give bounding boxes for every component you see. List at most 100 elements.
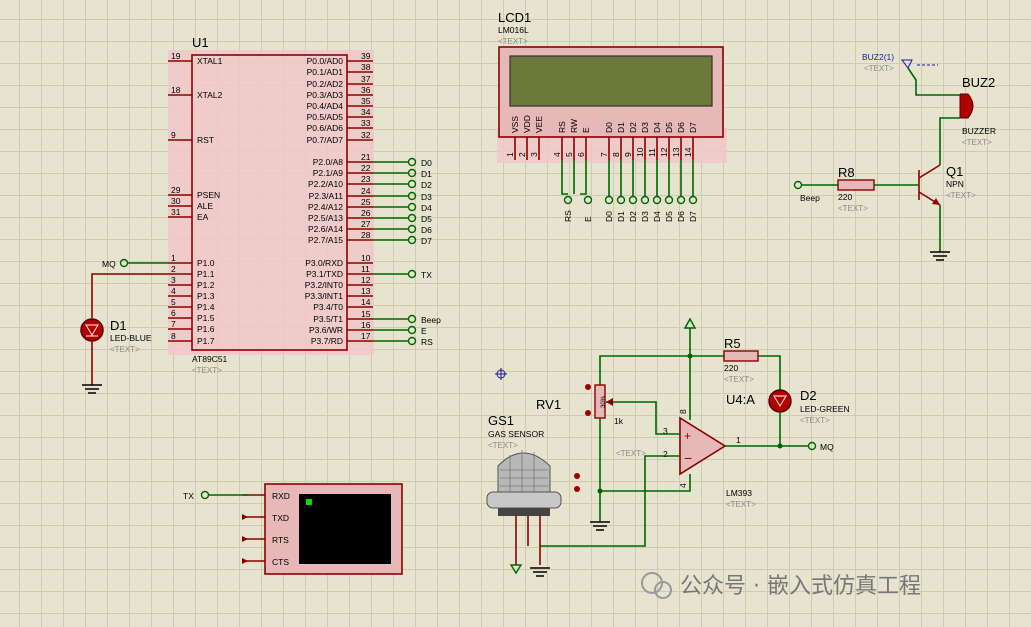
lcd-bottom-label: D2 [628, 211, 638, 222]
u1-left-pin-name: P1.0 [197, 258, 215, 268]
u1-right-pin-name: P0.3/AD3 [307, 90, 344, 100]
u1-left-pin-name: P1.7 [197, 336, 215, 346]
lcd-pin-name: E [581, 127, 591, 133]
lcd-value: LM016L [498, 25, 529, 35]
lcd-pin-num: 3 [529, 152, 539, 157]
u1-right-pin-name: P3.5/T1 [313, 314, 343, 324]
u1-right-pin-num: 33 [361, 118, 371, 128]
u1-value: AT89C51 [192, 354, 228, 364]
lcd-pin-name: D6 [676, 122, 686, 133]
q1-text: <TEXT> [946, 191, 976, 200]
terminal-icon [407, 157, 417, 167]
lcd-pin-num: 6 [576, 152, 586, 157]
u1-right-pin-name: P2.1/A9 [313, 168, 344, 178]
u1-left-pin-name: PSEN [197, 190, 220, 200]
u4-value: LM393 [726, 488, 752, 498]
lcd-rs-wire [561, 160, 568, 195]
u1-right-pin-num: 38 [361, 62, 371, 72]
watermark: 公众号 · 嵌入式仿真工程 [641, 572, 921, 599]
gas-sensor-circuit[interactable]: R5 220 <TEXT> D2 LED-GREEN <TEXT> + − MQ… [486, 317, 850, 577]
u1-right-pin-num: 25 [361, 197, 371, 207]
terminal-icon [407, 179, 417, 189]
lcd-text: <TEXT> [498, 37, 528, 46]
u1-right-pin-name: P2.5/A13 [308, 213, 343, 223]
u1-left-pin-num: 31 [171, 207, 181, 217]
pin-arrow-icon [242, 514, 248, 520]
terminal-icon [616, 195, 626, 205]
buzzer-circuit[interactable]: BUZ2(1) <TEXT> BUZ2 BUZZER <TEXT> Q1 NPN… [793, 52, 997, 261]
u1-left-pin-num: 6 [171, 308, 176, 318]
lcd-pin-name: VSS [510, 116, 520, 133]
terminal-pin-name: RTS [272, 535, 289, 545]
u1-right-pin-name: P3.0/RXD [305, 258, 343, 268]
p2-terminal-label: D3 [421, 192, 432, 202]
u1-ref: U1 [192, 35, 209, 50]
rs-terminal-label: RS [421, 337, 433, 347]
r5-text: <TEXT> [724, 375, 754, 384]
terminal-icon [407, 191, 417, 201]
lcd-pin-name: RW [569, 119, 579, 133]
r5-value: 220 [724, 363, 738, 373]
lcd-bottom-label: RS [563, 210, 573, 222]
u1-right-pin-name: P3.2/INT0 [305, 280, 344, 290]
lcd1-display[interactable]: LCD1 LM016L <TEXT> VSS1VDD2VEE3RS4RW5E6D… [497, 10, 727, 163]
pin-arrow-icon [242, 558, 248, 564]
lcd-pin-num: 12 [659, 147, 669, 157]
u1-right-pin-num: 37 [361, 74, 371, 84]
u1-right-pin-name: P0.6/AD6 [307, 123, 344, 133]
u4-pin-plus: 3 [663, 426, 668, 436]
u1-right-pin-name: P0.5/AD5 [307, 112, 344, 122]
u1-right-pin-name: P0.1/AD1 [307, 67, 344, 77]
lcd-bottom-label: D6 [676, 211, 686, 222]
u1-left-pin-name: P1.3 [197, 291, 215, 301]
d1-value: LED-BLUE [110, 333, 152, 343]
terminal-icon [628, 195, 638, 205]
lcd-pin-name: VDD [522, 115, 532, 133]
u1-left-pin-num: 5 [171, 297, 176, 307]
lcd-pin-name: D4 [652, 122, 662, 133]
u1-right-pin-name: P2.6/A14 [308, 224, 343, 234]
p2-terminal-label: D1 [421, 169, 432, 179]
pin-arrow-icon [242, 536, 248, 542]
d1-ref: D1 [110, 318, 127, 333]
u1-right-pin-name: P0.0/AD0 [307, 56, 344, 66]
lcd-pin-num: 7 [599, 152, 609, 157]
u1-left-pin-num: 30 [171, 196, 181, 206]
d1-led-blue[interactable]: D1 LED-BLUE <TEXT> [80, 273, 168, 394]
u1-left-pin-name: P1.2 [197, 280, 215, 290]
terminal-icon [583, 195, 593, 205]
d2-value: LED-GREEN [800, 404, 850, 414]
u4-text: <TEXT> [726, 500, 756, 509]
u4-pin-minus: 2 [663, 449, 668, 459]
rv1-ref: RV1 [536, 397, 561, 412]
u1-left-pin-name: P1.5 [197, 313, 215, 323]
u1-right-pin-num: 12 [361, 275, 371, 285]
u1-left-pin-num: 2 [171, 264, 176, 274]
u4-pin-vcc: 8 [678, 409, 688, 414]
u1-left-pin-num: 19 [171, 51, 181, 61]
u1-left-pin-num: 1 [171, 253, 176, 263]
lcd-pin-num: 5 [564, 152, 574, 157]
lcd-pin-num: 4 [552, 152, 562, 157]
terminal-icon [407, 202, 417, 212]
terminal-icon [604, 195, 614, 205]
terminal-icon [407, 235, 417, 245]
u1-right-pin-name: P3.1/TXD [306, 269, 343, 279]
lcd-bottom-label: D1 [616, 211, 626, 222]
lcd-pin-name: D2 [628, 122, 638, 133]
u1-left-pin-name: ALE [197, 201, 213, 211]
tx-terminal-label: TX [421, 270, 432, 280]
lcd-pin-num: 13 [671, 147, 681, 157]
u1-right-pin-name: P2.4/A12 [308, 202, 343, 212]
u1-right-pin-name: P3.3/INT1 [305, 291, 344, 301]
terminal-icon [407, 224, 417, 234]
terminal-pin-name: CTS [272, 557, 289, 567]
e-terminal-label: E [421, 326, 427, 336]
p2-terminal-label: D2 [421, 180, 432, 190]
lcd-bottom-label: D7 [688, 211, 698, 222]
terminal-icon [688, 195, 698, 205]
u1-right-pin-num: 39 [361, 51, 371, 61]
